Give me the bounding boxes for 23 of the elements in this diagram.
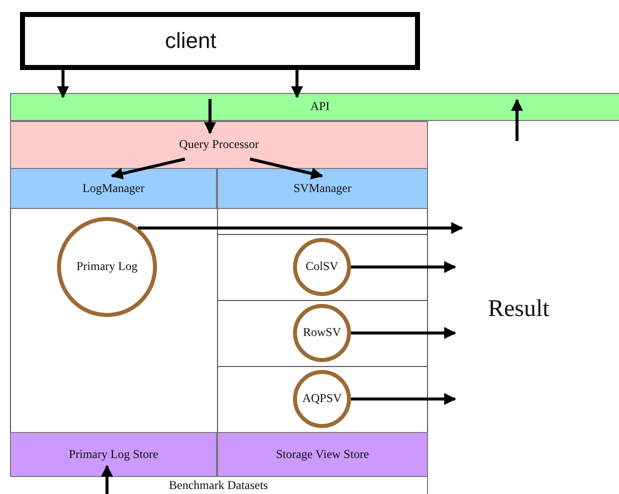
layer-band: API: [10, 93, 619, 121]
storage-box: Primary Log Store: [10, 432, 217, 477]
component-circle: RowSV: [293, 304, 351, 362]
layer-band: Query Processor: [10, 121, 428, 169]
storage-box: Storage View Store: [217, 432, 428, 477]
arrow: [138, 222, 464, 234]
client-box: client: [20, 12, 420, 70]
component-circle: ColSV: [293, 238, 351, 296]
arrow: [250, 158, 324, 180]
arrow: [351, 327, 456, 339]
arrow: [101, 464, 113, 494]
arrow: [351, 261, 456, 273]
arrow: [204, 99, 216, 134]
arrow: [57, 70, 69, 98]
component-box: SVManager: [217, 168, 428, 209]
result-label: Result: [488, 296, 550, 322]
arrow: [351, 393, 456, 405]
component-box: LogManager: [10, 168, 217, 209]
component-circle: Primary Log: [57, 217, 157, 317]
arrow: [291, 70, 303, 98]
arrow: [110, 158, 186, 180]
arrow: [511, 98, 523, 141]
component-circle: AQPSV: [293, 370, 351, 428]
